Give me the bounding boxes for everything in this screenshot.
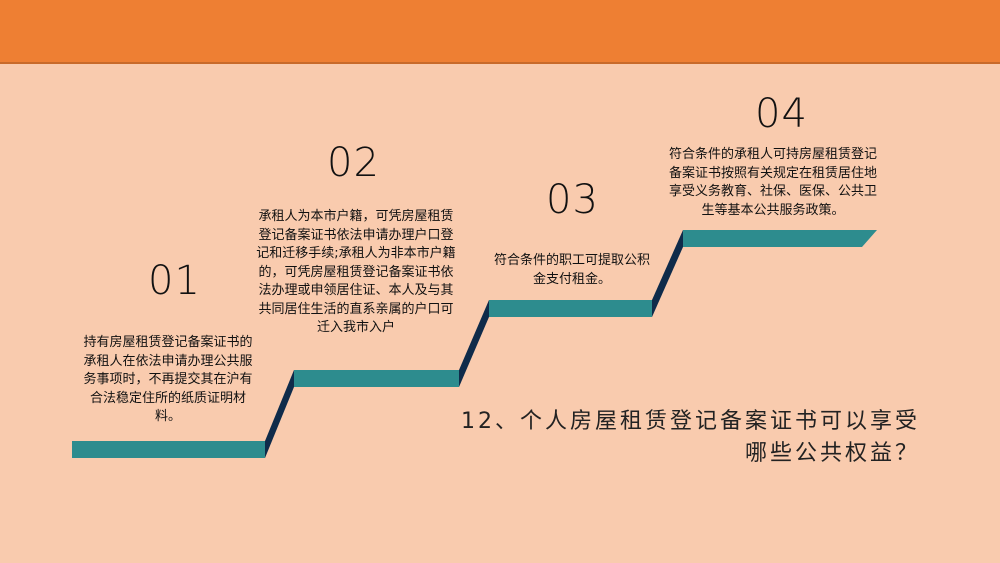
step-3-number: 03	[546, 177, 599, 223]
question-line-2: 哪些公共权益？	[744, 441, 920, 466]
step-1-tread	[72, 441, 265, 458]
step-2-tread	[294, 370, 459, 387]
step-3-description: 符合条件的职工可提取公积金支付租金。	[493, 253, 650, 287]
step-2-number: 02	[327, 140, 380, 186]
step-3-riser	[652, 230, 683, 317]
step-4-description: 符合条件的承租人可持房屋租赁登记备案证书按照有关规定在租赁居住地享受义务教育、社…	[668, 147, 877, 218]
header-bar	[0, 0, 1000, 64]
step-1-description: 持有房屋租赁登记备案证书的承租人在依法申请办理公共服务事项时，不再提交其在沪有合…	[83, 335, 253, 424]
step-4-number: 04	[755, 91, 808, 137]
step-2-riser	[459, 300, 489, 387]
step-4-tread	[683, 230, 877, 247]
step-1-riser	[265, 370, 294, 458]
step-2-description: 承租人为本市户籍，可凭房屋租赁登记备案证书依法申请办理户口登记和迁移手续;承租人…	[256, 209, 456, 335]
question-title: 12、个人房屋租赁登记备案证书可以享受 哪些公共权益？	[395, 406, 920, 470]
question-line-1: 12、个人房屋租赁登记备案证书可以享受	[461, 409, 920, 434]
step-1-number: 01	[148, 258, 201, 304]
step-3-tread	[489, 300, 652, 317]
